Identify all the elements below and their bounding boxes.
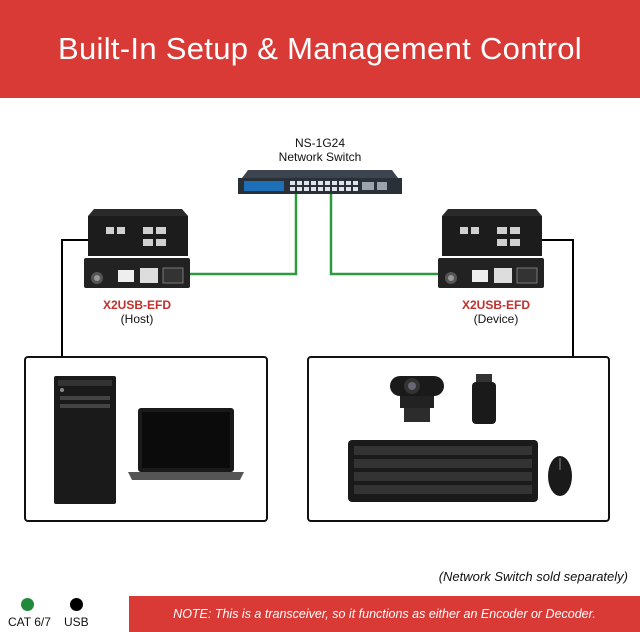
switch-type-label: Network Switch: [278, 150, 362, 164]
footnote: (Network Switch sold separately): [438, 569, 628, 584]
device-model-label: X2USB-EFD: [461, 298, 530, 312]
page-title: Built-In Setup & Management Control: [58, 31, 582, 66]
device-extender-icon: [438, 209, 544, 288]
usb-dongle-icon: [472, 374, 496, 424]
note-banner: NOTE: This is a transceiver, so it funct…: [129, 596, 640, 632]
laptop-icon: [128, 408, 244, 480]
legend-usb-dot: [70, 598, 83, 611]
usb-line-device: [541, 239, 574, 357]
legend-cat-label: CAT 6/7: [8, 615, 51, 629]
host-role-label: (Host): [120, 312, 154, 326]
network-switch-icon: [238, 170, 402, 194]
legend-cat-dot: [21, 598, 34, 611]
host-model-label: X2USB-EFD: [102, 298, 171, 312]
cat-line-device: [329, 194, 444, 276]
desktop-tower-icon: [54, 376, 116, 504]
header-banner: [0, 0, 640, 98]
device-role-label: (Device): [473, 312, 519, 326]
mouse-icon: [548, 456, 572, 496]
host-extender-icon: [84, 209, 190, 288]
usb-line-host: [61, 239, 88, 357]
cat-line-host: [190, 194, 298, 276]
webcam-icon: [390, 376, 444, 422]
legend-usb-label: USB: [64, 615, 89, 629]
switch-model-label: NS-1G24: [294, 136, 346, 150]
keyboard-icon: [348, 440, 538, 502]
